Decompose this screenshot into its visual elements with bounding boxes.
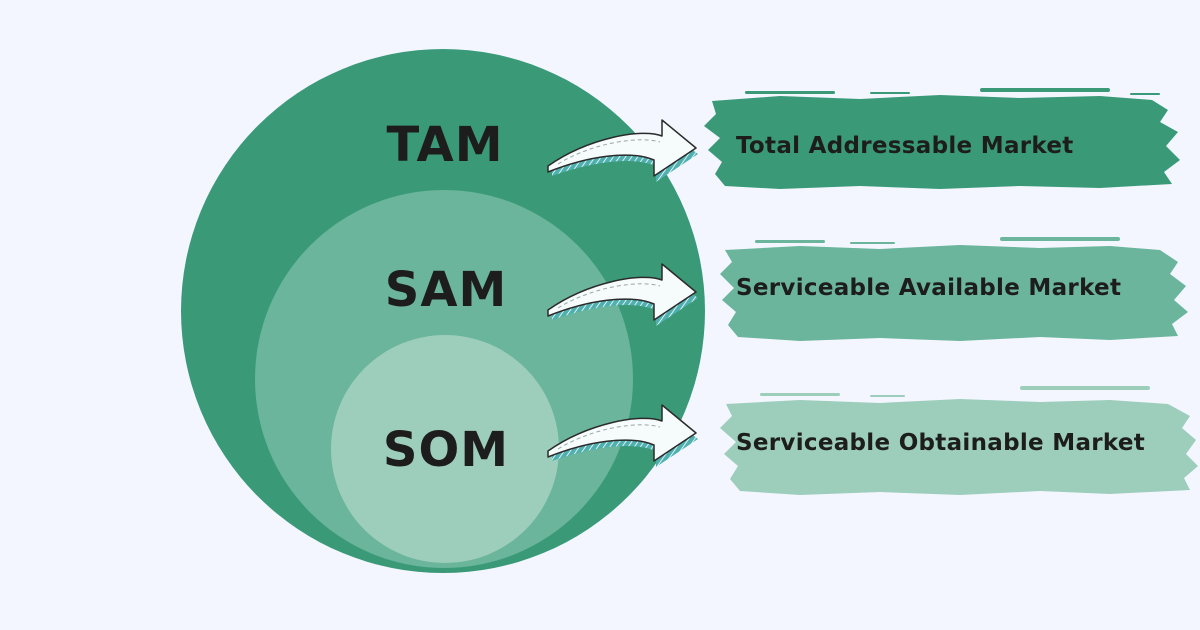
- som-label: SOM: [382, 422, 510, 478]
- curved-arrow-icon: [547, 404, 698, 467]
- band-serviceable-available: [720, 237, 1188, 341]
- sam-label: SAM: [384, 262, 508, 318]
- total-addressable-market-text: Total Addressable Market: [736, 133, 1074, 159]
- band-serviceable-obtainable: [720, 386, 1198, 495]
- serviceable-obtainable-market-text: Serviceable Obtainable Market: [736, 430, 1146, 456]
- tam-label: TAM: [386, 117, 504, 173]
- som-inner-circle: [331, 335, 559, 563]
- serviceable-available-market-text: Serviceable Available Market: [736, 275, 1122, 301]
- curved-arrow-icon: [547, 263, 698, 326]
- band-total-addressable: [704, 88, 1180, 189]
- curved-arrow-icon: [547, 119, 698, 182]
